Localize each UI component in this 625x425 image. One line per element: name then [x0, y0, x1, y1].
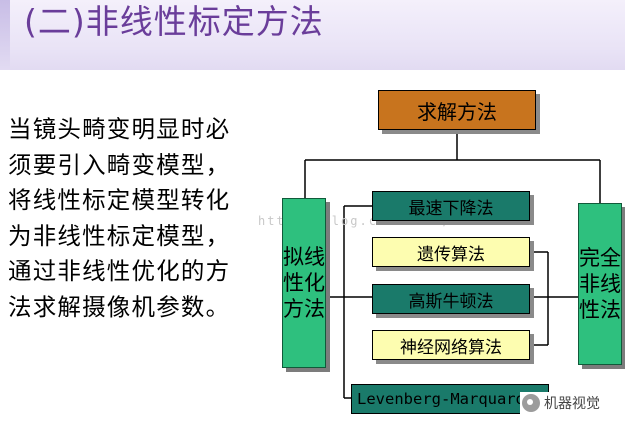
brand-name: 机器视觉 — [544, 396, 600, 412]
method-steepest-descent: 最速下降法 — [372, 191, 530, 221]
method-gauss-newton: 高斯牛顿法 — [372, 284, 530, 314]
brand-logo: 机器视觉 — [520, 392, 602, 414]
method-neural-network: 神经网络算法 — [372, 330, 530, 360]
title-band — [0, 0, 625, 70]
method-genetic-algorithm: 遗传算法 — [372, 237, 530, 267]
body-paragraph: 当镜头畸变明显时必须要引入畸变模型，将线性标定模型转化为非线性标定模型，通过非线… — [8, 115, 231, 321]
root-method-box: 求解方法 — [378, 90, 536, 130]
slide-title: (二)非线性标定方法 — [24, 2, 324, 41]
method-levenberg-marquardt: Levenberg-Marquardt — [351, 384, 549, 414]
full-nonlinear-method-box: 完全非线性法 — [578, 203, 622, 365]
quasi-linear-method-box: 拟线性化方法 — [282, 198, 326, 368]
wechat-icon — [522, 394, 540, 412]
